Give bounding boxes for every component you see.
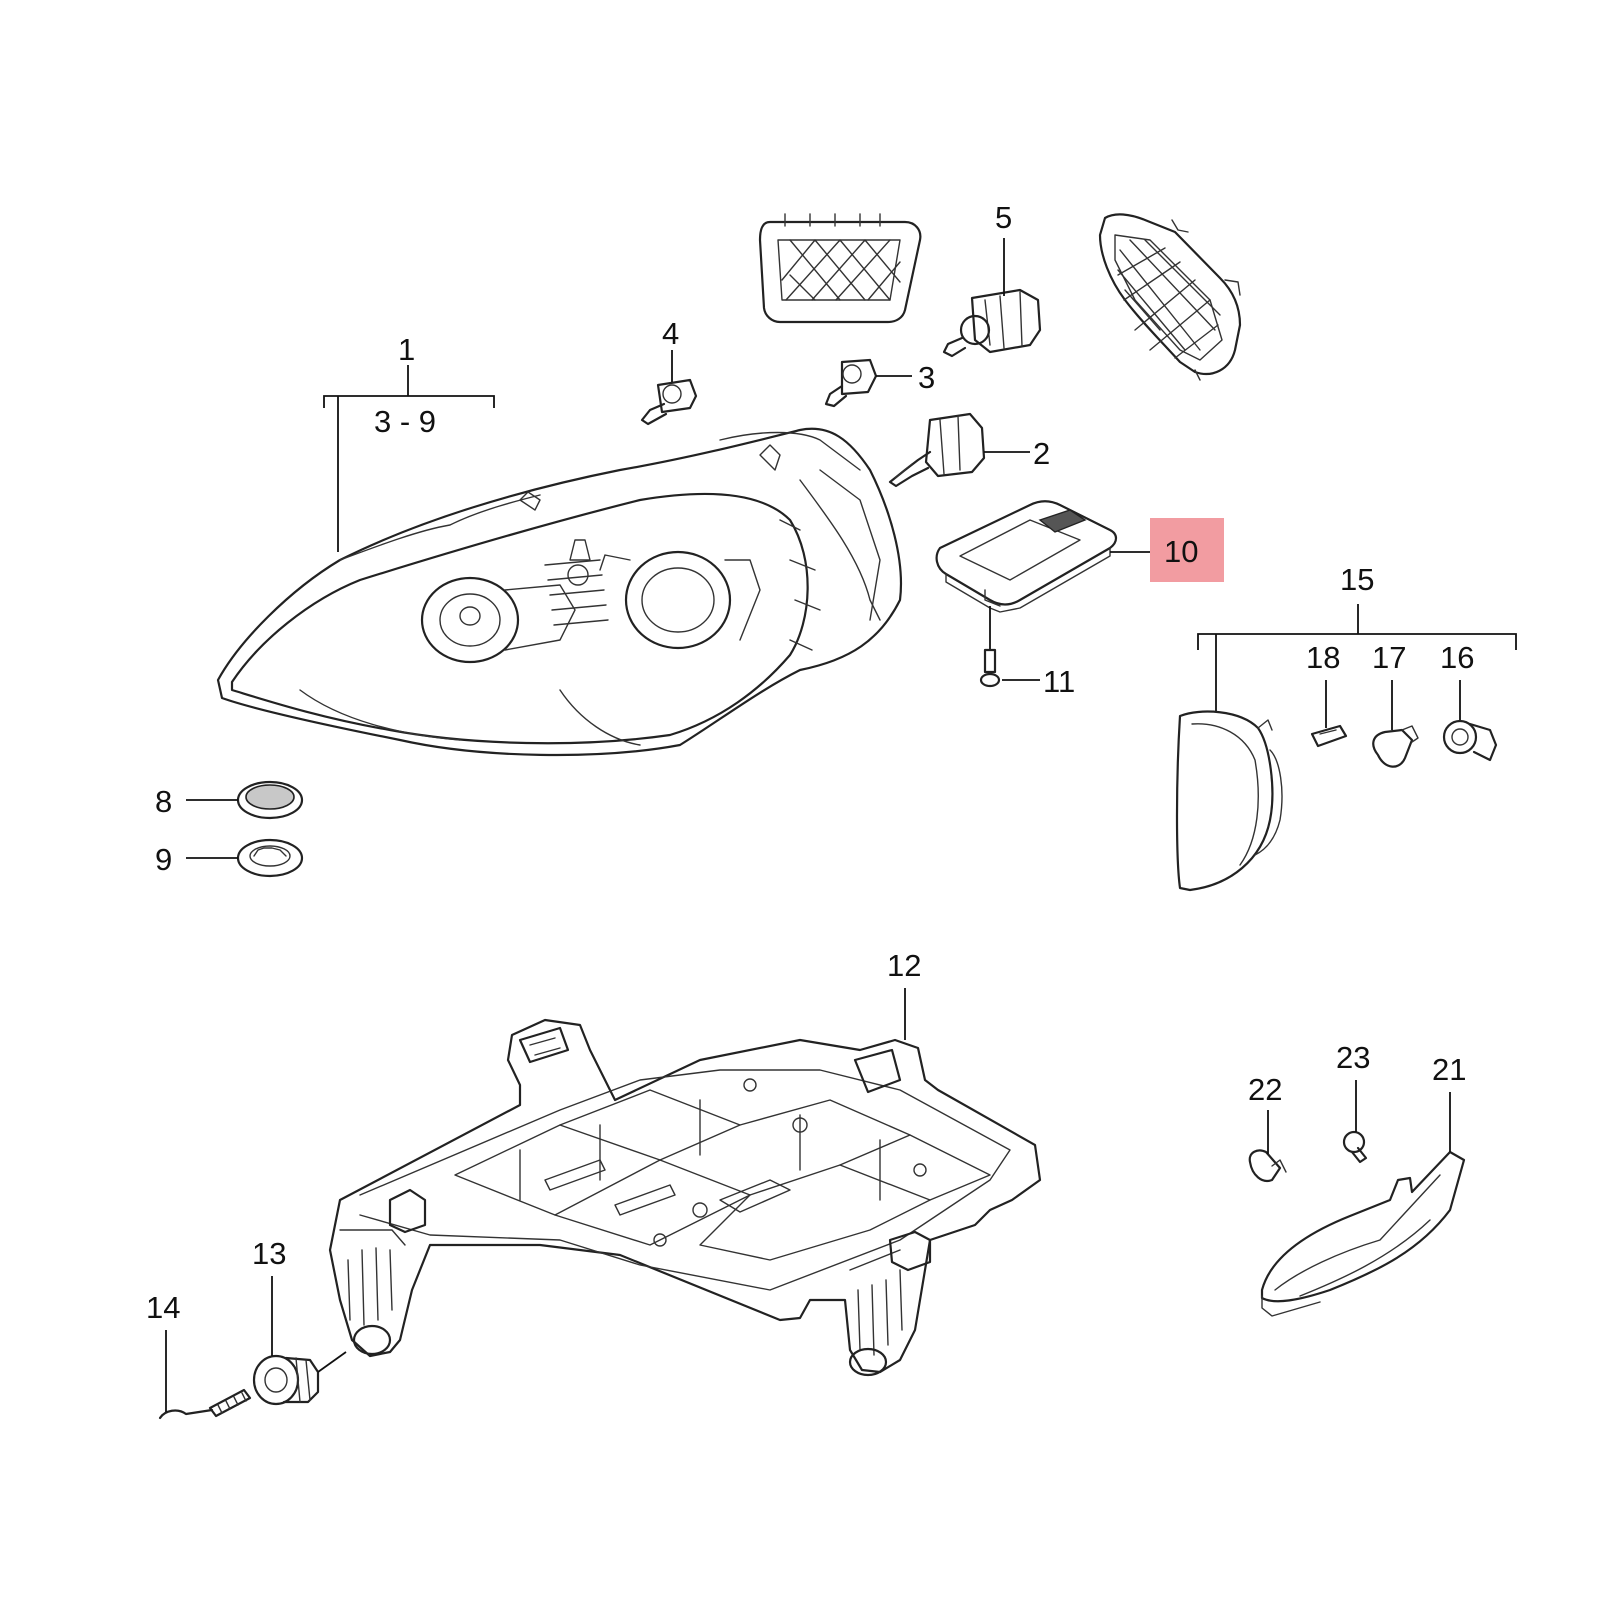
part-8-cap: 8 [155, 780, 304, 820]
callout-1-range: 3 - 9 [374, 404, 436, 439]
part-18-bulb: 18 [1306, 640, 1348, 748]
part-4-bulb: 4 [640, 316, 698, 426]
callout-22: 22 [1248, 1072, 1282, 1107]
callout-13: 13 [252, 1236, 286, 1271]
callout-23: 23 [1336, 1040, 1370, 1075]
part-11-screw: 11 [979, 606, 1075, 699]
callout-4: 4 [662, 316, 679, 351]
callout-12: 12 [887, 948, 921, 983]
part-9-cap: 9 [155, 838, 304, 878]
callout-10-highlight [1150, 518, 1224, 582]
callout-14: 14 [146, 1290, 180, 1325]
callout-8: 8 [155, 784, 172, 819]
part-2-xenon-bulb: 2 [888, 412, 1050, 488]
part-17-bulb: 17 [1372, 640, 1419, 768]
callout-1: 1 [398, 332, 415, 367]
part-21-repeater-lamp: 21 [1260, 1052, 1466, 1317]
callout-15-bracket: 15 [1197, 562, 1517, 712]
callout-16: 16 [1440, 640, 1474, 675]
part-5-socket: 5 [942, 200, 1042, 358]
callout-21: 21 [1432, 1052, 1466, 1087]
part-14-stud: 14 [146, 1290, 252, 1420]
callout-11: 11 [1043, 664, 1075, 699]
vent-grille-right [1098, 213, 1242, 381]
callout-3: 3 [918, 360, 935, 395]
part-15-marker-lamp [1175, 710, 1283, 892]
callout-18: 18 [1306, 640, 1340, 675]
headlight-assembly [216, 427, 903, 757]
callout-9: 9 [155, 842, 172, 877]
part-23-screw: 23 [1336, 1040, 1370, 1164]
callout-1-bracket: 1 3 - 9 [323, 332, 495, 552]
part-12-carrier: 12 [328, 948, 1042, 1377]
vent-grille-left [758, 213, 922, 324]
part-22-bulb: 22 [1248, 1072, 1287, 1183]
callout-2: 2 [1033, 436, 1050, 471]
callout-15: 15 [1340, 562, 1374, 597]
part-16-socket: 16 [1440, 640, 1498, 762]
part-13-grommet: 13 [252, 1236, 347, 1406]
callout-5: 5 [995, 200, 1012, 235]
callout-17: 17 [1372, 640, 1406, 675]
callout-10: 10 [1164, 534, 1198, 569]
part-3-bulb: 3 [824, 358, 935, 408]
part-10-control-unit: 10 [935, 500, 1224, 613]
